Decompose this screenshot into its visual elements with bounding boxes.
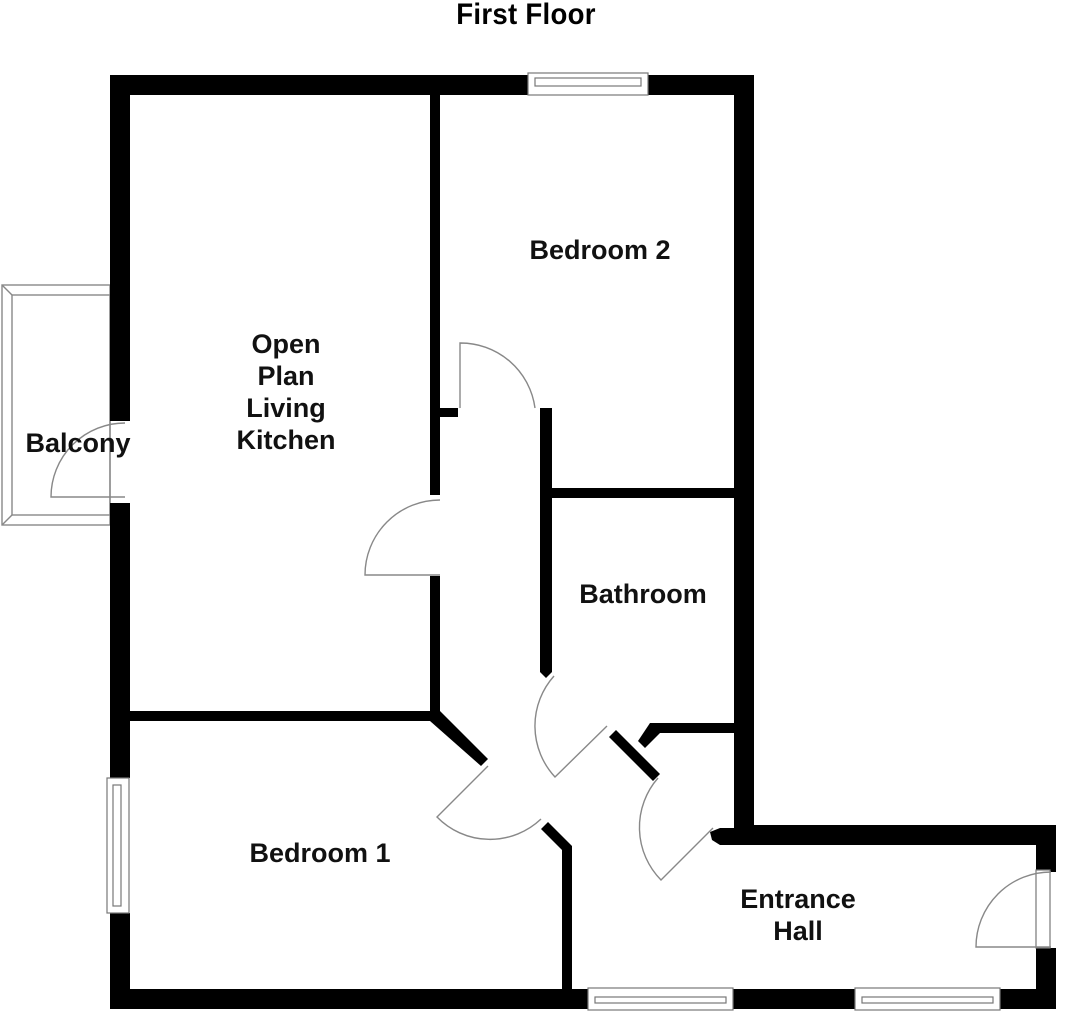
door-swings: [50, 342, 1052, 948]
window-bottom-right: [854, 987, 1001, 1011]
room-label-living-kitchen: Open Plan Living Kitchen: [186, 328, 386, 456]
room-label-bedroom-1: Bedroom 1: [249, 838, 391, 868]
balcony-outline: [1, 284, 111, 526]
window-top: [527, 72, 649, 96]
window-bedroom1: [106, 777, 130, 914]
inner-walls: [130, 95, 734, 989]
room-label-entrance-hall: Entrance Hall: [708, 883, 888, 947]
room-label-balcony: Balcony: [25, 428, 131, 458]
outer-walls: [110, 75, 1056, 1009]
front-door-frame: [1035, 869, 1051, 949]
entrance-line-1: Entrance: [740, 884, 856, 914]
entrance-line-2: Hall: [773, 916, 823, 946]
floor-title: First Floor: [456, 0, 596, 31]
room-label-bedroom-2: Bedroom 2: [529, 235, 671, 265]
living-line-1: Open: [251, 329, 321, 359]
living-line-3: Living: [246, 393, 326, 423]
window-bottom-left: [587, 987, 734, 1011]
living-line-2: Plan: [257, 361, 315, 391]
room-label-bathroom: Bathroom: [579, 579, 707, 609]
living-line-4: Kitchen: [236, 425, 336, 455]
